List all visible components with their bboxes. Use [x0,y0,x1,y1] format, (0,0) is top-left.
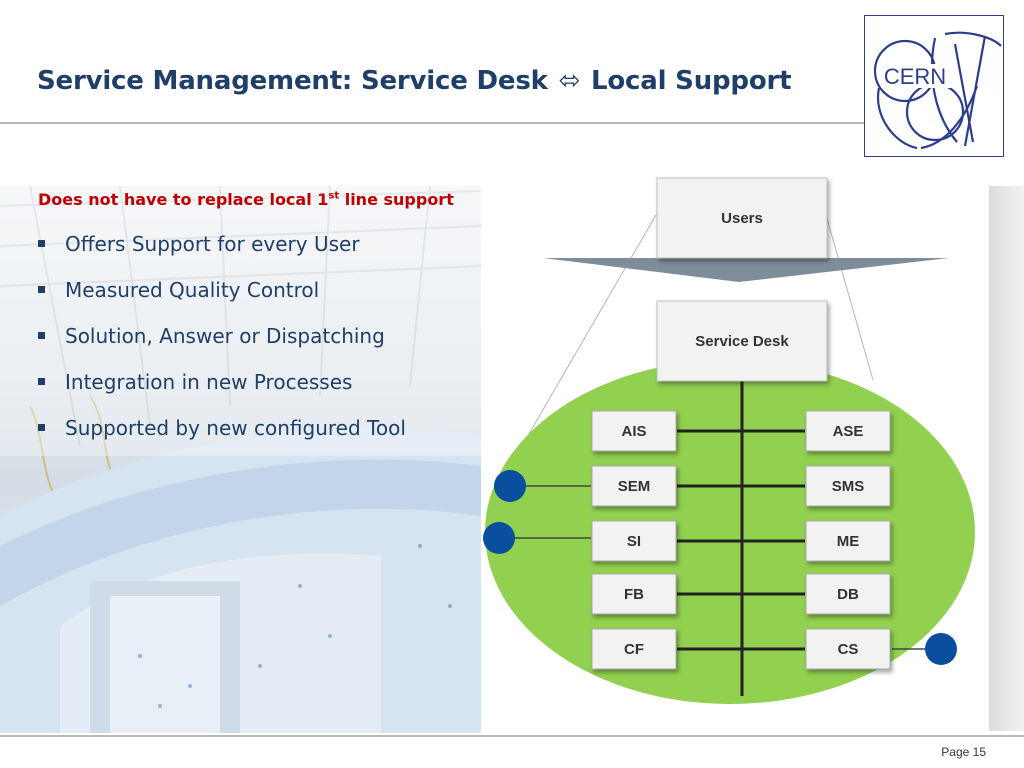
bullet-item: Supported by new configured Tool [38,416,406,462]
title-left: Service Management: Service Desk [37,66,548,96]
unit-label: SI [627,533,641,550]
bullet-text: Measured Quality Control [65,278,320,302]
diagram-side-panel [989,186,1024,731]
bullet-item: Offers Support for every User [38,232,406,278]
bullet-square-icon [38,378,45,385]
title-right: Local Support [591,66,792,96]
projection-line [825,214,874,381]
unit-label: ME [837,533,860,550]
page-number: Page 15 [941,745,986,759]
subtitle-tail: line support [339,190,454,209]
unit-node: AIS [591,410,677,452]
accelerator-photo [0,186,481,733]
bullet-square-icon [38,240,45,247]
bullet-square-icon [38,424,45,431]
unit-node: SEM [591,465,677,507]
bullet-item: Measured Quality Control [38,278,406,324]
unit-label: SMS [832,478,865,495]
unit-label: CS [838,641,859,658]
unit-label: AIS [621,423,646,440]
bullet-text: Integration in new Processes [65,370,353,394]
subtitle-superscript: st [328,190,340,202]
bullet-item: Solution, Answer or Dispatching [38,324,406,370]
unit-node: DB [805,573,891,615]
subtitle-main: Does not have to replace local 1 [38,190,329,209]
unit-label: ASE [833,423,864,440]
unit-node: SMS [805,465,891,507]
projection-line [507,214,657,471]
bullet-square-icon [38,286,45,293]
node-users: Users [656,177,828,259]
logo-text: CERN [884,64,946,89]
unit-node: FB [591,573,677,615]
funnel-shape [543,258,949,282]
footer-divider [0,735,1024,737]
local-support-dot [925,633,957,665]
photo-overlay [0,186,481,456]
unit-node: SI [591,520,677,562]
bullet-square-icon [38,332,45,339]
unit-node: ME [805,520,891,562]
unit-node: ASE [805,410,891,452]
slide-title: Service Management: Service Desk ⬄ Local… [37,66,792,96]
bullet-text: Supported by new configured Tool [65,416,406,440]
local-support-dot [483,522,515,554]
unit-label: CF [624,641,644,658]
unit-node: CF [591,628,677,670]
local-support-dot [494,470,526,502]
bullet-item: Integration in new Processes [38,370,406,416]
node-service-desk-label: Service Desk [695,333,789,350]
service-desk-diagram: Users Service Desk AIS SEM SI FB CF ASE … [483,177,975,704]
unit-label: FB [624,586,644,603]
left-units: AIS SEM SI FB CF [591,410,677,670]
node-service-desk: Service Desk [656,300,828,382]
node-users-label: Users [721,210,763,227]
right-units: ASE SMS ME DB CS [805,410,891,670]
support-ellipse [485,360,975,704]
bullet-text: Solution, Answer or Dispatching [65,324,385,348]
bullet-list: Offers Support for every User Measured Q… [38,232,406,462]
cern-logo: CERN [864,15,1004,157]
cern-logo-icon: CERN [873,31,1002,150]
subtitle: Does not have to replace local 1st line … [38,190,454,209]
title-divider [0,122,865,124]
double-arrow-icon: ⬄ [558,66,581,96]
unit-label: SEM [618,478,651,495]
unit-label: DB [837,586,859,603]
unit-node: CS [805,628,891,670]
bullet-text: Offers Support for every User [65,232,360,256]
